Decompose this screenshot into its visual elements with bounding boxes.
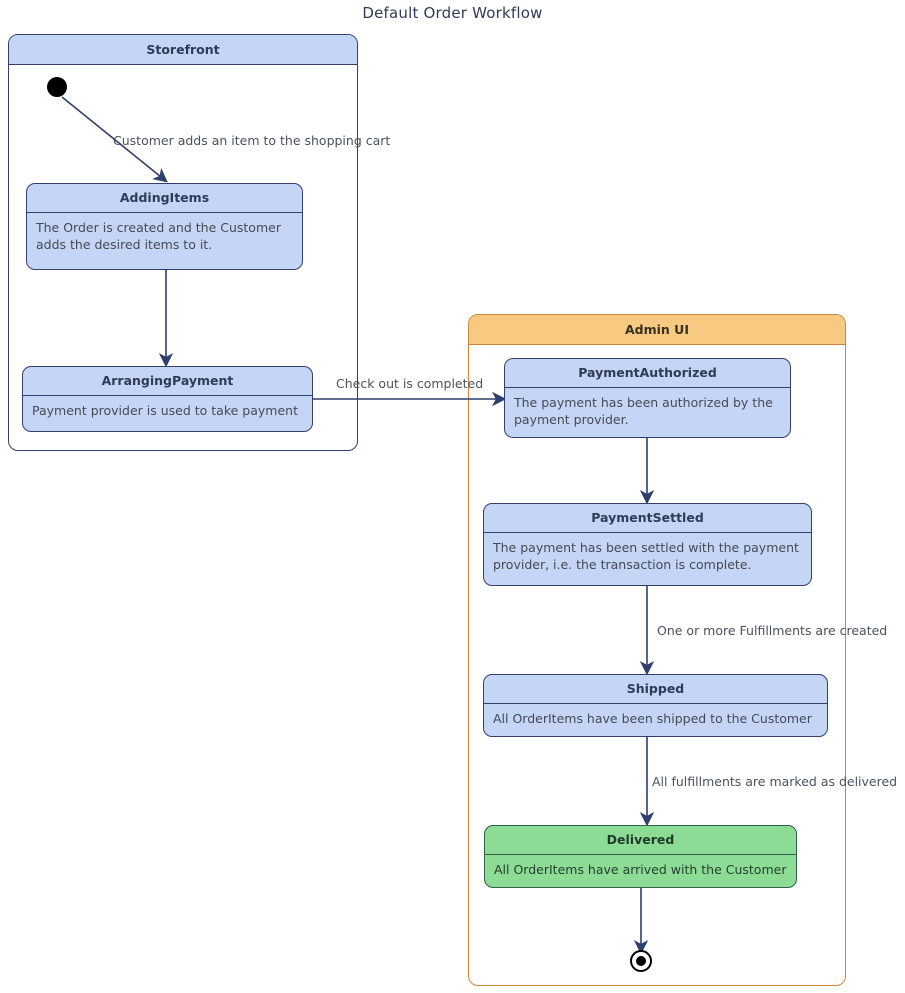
state-title-shipped: Shipped xyxy=(484,675,827,704)
state-description-shipped: All OrderItems have been shipped to the … xyxy=(493,711,812,726)
state-description-paymentsettled: The payment has been settled with the pa… xyxy=(493,540,799,572)
transition-label-check-out-completed: Check out is completed xyxy=(336,376,484,391)
state-title-addingitems: AddingItems xyxy=(27,184,302,213)
transition-label-customer-adds-item: Customer adds an item to the shopping ca… xyxy=(113,133,391,148)
state-title-arrangingpayment: ArrangingPayment xyxy=(23,367,312,396)
state-node-arrangingpayment[interactable]: ArrangingPayment Payment provider is use… xyxy=(22,366,313,432)
state-node-paymentauthorized[interactable]: PaymentAuthorized The payment has been a… xyxy=(504,358,791,438)
diagram-title: Default Order Workflow xyxy=(362,4,543,22)
state-description-addingitems: The Order is created and the Customer ad… xyxy=(36,220,281,252)
state-node-delivered[interactable]: Delivered All OrderItems have arrived wi… xyxy=(484,825,797,888)
state-node-paymentsettled[interactable]: PaymentSettled The payment has been sett… xyxy=(483,503,812,586)
state-node-addingitems[interactable]: AddingItems The Order is created and the… xyxy=(26,183,303,270)
state-title-paymentauthorized: PaymentAuthorized xyxy=(505,359,790,388)
final-state-node[interactable] xyxy=(630,950,652,972)
state-description-delivered: All OrderItems have arrived with the Cus… xyxy=(494,862,787,877)
state-title-delivered: Delivered xyxy=(485,826,796,855)
state-description-paymentauthorized: The payment has been authorized by the p… xyxy=(514,395,773,427)
initial-state-node[interactable] xyxy=(47,77,67,97)
transition-label-marked-delivered: All fulfillments are marked as delivered xyxy=(652,774,898,789)
state-node-shipped[interactable]: Shipped All OrderItems have been shipped… xyxy=(483,674,828,737)
state-description-arrangingpayment: Payment provider is used to take payment xyxy=(32,403,298,418)
composite-state-storefront-title: Storefront xyxy=(9,35,357,65)
transition-label-fulfillments-created: One or more Fulfillments are created xyxy=(657,623,888,638)
composite-state-admin-ui-title: Admin UI xyxy=(469,315,845,345)
state-title-paymentsettled: PaymentSettled xyxy=(484,504,811,533)
